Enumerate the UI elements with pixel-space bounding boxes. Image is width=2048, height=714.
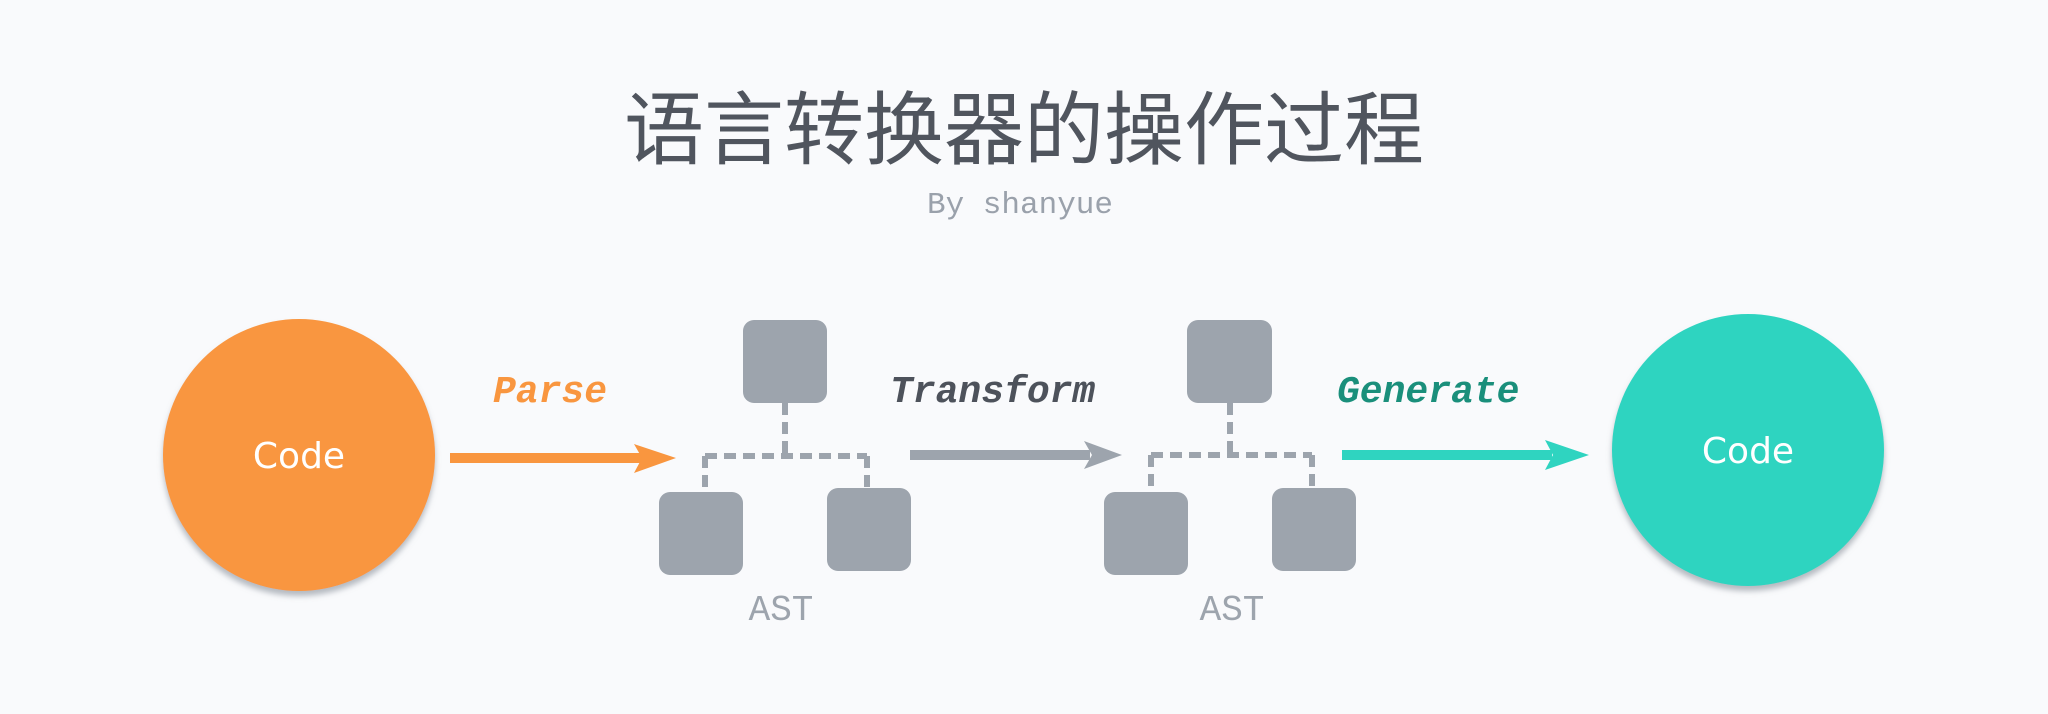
source-code-node: Code — [163, 319, 435, 591]
ast-root-node — [1187, 320, 1272, 403]
parse-arrow — [450, 444, 676, 473]
ast-label: AST — [1200, 590, 1265, 631]
ast-child-node — [1272, 488, 1356, 571]
target-code-node: Code — [1612, 314, 1884, 586]
generate-step-label: Generate — [1337, 371, 1519, 414]
ast-tree-1: AST — [659, 320, 911, 631]
transform-arrow — [910, 441, 1122, 469]
ast-child-node — [827, 488, 911, 571]
author-subtitle: By shanyue — [927, 188, 1113, 223]
transform-step-label: Transform — [890, 371, 1095, 414]
page-title: 语言转换器的操作过程 — [624, 84, 1424, 177]
source-code-label: Code — [253, 436, 345, 477]
generate-arrow — [1342, 440, 1589, 470]
ast-root-node — [743, 320, 827, 403]
ast-child-node — [1104, 492, 1188, 575]
parse-step-label: Parse — [493, 371, 607, 414]
target-code-label: Code — [1702, 431, 1794, 472]
ast-child-node — [659, 492, 743, 575]
ast-tree-2: AST — [1104, 320, 1356, 631]
ast-label: AST — [749, 590, 814, 631]
